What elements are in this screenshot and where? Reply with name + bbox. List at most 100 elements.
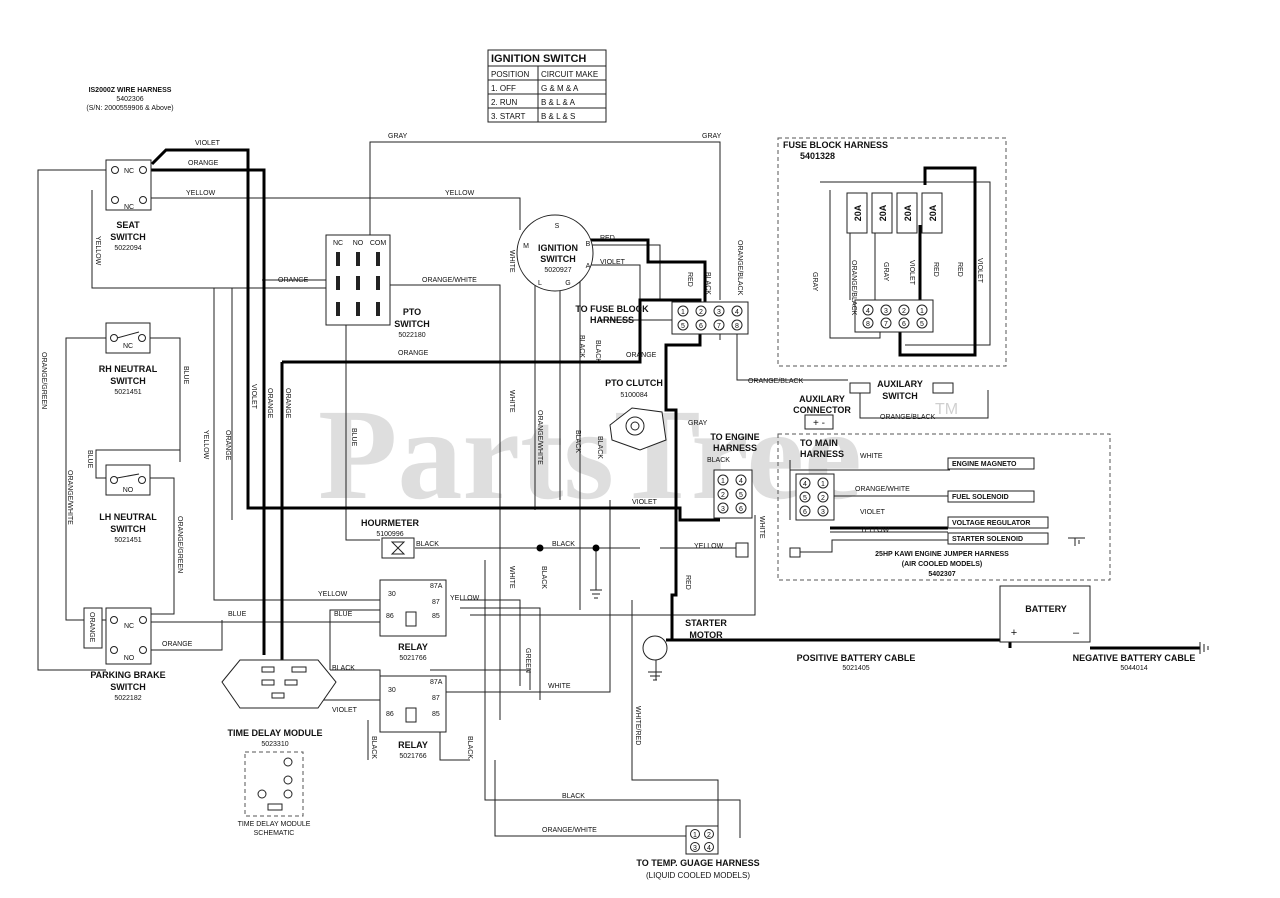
svg-text:WHITE: WHITE — [548, 683, 571, 690]
svg-text:87A: 87A — [430, 583, 443, 590]
svg-text:4: 4 — [707, 845, 711, 852]
svg-text:TO ENGINE: TO ENGINE — [710, 432, 759, 442]
svg-text:5020927: 5020927 — [544, 267, 571, 274]
svg-text:ORANGE: ORANGE — [398, 350, 429, 357]
svg-text:PARKING BRAKE: PARKING BRAKE — [90, 670, 165, 680]
svg-text:5022094: 5022094 — [114, 245, 141, 252]
svg-text:BLACK: BLACK — [596, 436, 603, 459]
svg-text:BLACK: BLACK — [416, 541, 439, 548]
voltage-regulator: VOLTAGE REGULATOR — [952, 520, 1030, 527]
svg-text:BLUE: BLUE — [182, 366, 189, 385]
svg-text:85: 85 — [432, 711, 440, 718]
svg-text:ORANGE: ORANGE — [162, 641, 193, 648]
svg-text:ORANGE: ORANGE — [626, 352, 657, 359]
svg-text:1: 1 — [920, 308, 924, 315]
svg-text:ORANGE: ORANGE — [278, 277, 309, 284]
svg-text:BLACK: BLACK — [594, 340, 601, 363]
ignition-table-cell: 2. RUN — [491, 98, 517, 107]
svg-text:87: 87 — [432, 695, 440, 702]
svg-text:NC: NC — [124, 623, 134, 630]
svg-text:3: 3 — [884, 308, 888, 315]
svg-text:3: 3 — [717, 309, 721, 316]
relay-2: 30 87A 87 86 85 RELAY 5021766 — [379, 675, 447, 760]
ignition-table-header: POSITION — [491, 70, 529, 79]
svg-text:BLACK: BLACK — [332, 665, 355, 672]
svg-text:COM: COM — [370, 240, 387, 247]
svg-text:SWITCH: SWITCH — [882, 391, 918, 401]
svg-text:ORANGE/BLACK: ORANGE/BLACK — [880, 414, 936, 421]
svg-text:ORANGE/WHITE: ORANGE/WHITE — [422, 277, 477, 284]
svg-text:GRAY: GRAY — [388, 133, 408, 140]
svg-text:RELAY: RELAY — [398, 642, 428, 652]
ignition-table-header: CIRCUIT MAKE — [541, 70, 598, 79]
svg-text:WHITE: WHITE — [508, 390, 515, 413]
auxiliary-switch: AUXILARY SWITCH — [849, 379, 954, 401]
svg-text:BLUE: BLUE — [350, 428, 357, 447]
svg-text:BLACK: BLACK — [704, 272, 711, 295]
svg-text:5044014: 5044014 — [1120, 665, 1147, 672]
svg-text:BLACK: BLACK — [466, 736, 473, 759]
svg-text:4: 4 — [866, 308, 870, 315]
svg-text:ORANGE/WHITE: ORANGE/WHITE — [855, 486, 910, 493]
svg-text:5: 5 — [739, 492, 743, 499]
svg-text:3: 3 — [721, 506, 725, 513]
svg-text:ORANGE/BLACK: ORANGE/BLACK — [736, 240, 743, 296]
svg-text:YELLOW: YELLOW — [94, 236, 101, 266]
battery: BATTERY + – — [999, 585, 1091, 643]
svg-text:SWITCH: SWITCH — [110, 682, 146, 692]
to-fuse-block-connector: 1 2 3 4 5 6 7 8 TO FUSE BLOCK HARNESS — [575, 301, 749, 335]
svg-text:86: 86 — [386, 711, 394, 718]
svg-text:5: 5 — [803, 495, 807, 502]
svg-text:1: 1 — [721, 478, 725, 485]
svg-text:5022180: 5022180 — [398, 332, 425, 339]
svg-text:AUXILARY: AUXILARY — [799, 394, 845, 404]
svg-text:LH NEUTRAL: LH NEUTRAL — [99, 512, 157, 522]
svg-text:WHITE: WHITE — [508, 250, 515, 273]
svg-text:BLACK: BLACK — [578, 335, 585, 358]
svg-text:20A: 20A — [903, 204, 913, 221]
svg-text:NO: NO — [353, 240, 364, 247]
svg-text:PTO CLUTCH: PTO CLUTCH — [605, 378, 663, 388]
svg-text:8: 8 — [866, 321, 870, 328]
svg-text:30: 30 — [388, 687, 396, 694]
svg-text:VIOLET: VIOLET — [195, 140, 221, 147]
watermark: PartsTree — [318, 383, 862, 527]
svg-text:A: A — [586, 263, 591, 270]
svg-text:BLUE: BLUE — [86, 450, 93, 469]
svg-text:87: 87 — [432, 599, 440, 606]
svg-text:RED: RED — [956, 262, 963, 277]
svg-text:VIOLET: VIOLET — [860, 509, 886, 516]
svg-text:BLACK: BLACK — [370, 736, 377, 759]
svg-text:7: 7 — [717, 323, 721, 330]
lh-neutral-switch: NO LH NEUTRAL SWITCH 5021451 — [99, 464, 157, 544]
svg-text:L: L — [538, 280, 542, 287]
harness-title: IS2000Z WIRE HARNESS 5402306 (S/N: 20005… — [86, 87, 173, 112]
svg-text:5: 5 — [920, 321, 924, 328]
svg-text:BLACK: BLACK — [562, 793, 585, 800]
svg-text:HOURMETER: HOURMETER — [361, 518, 419, 528]
svg-text:30: 30 — [388, 591, 396, 598]
svg-text:ORANGE: ORANGE — [88, 612, 95, 643]
svg-text:5021405: 5021405 — [842, 665, 869, 672]
ignition-switch-table: IGNITION SWITCH POSITION CIRCUIT MAKE 1.… — [487, 49, 607, 123]
svg-text:GRAY: GRAY — [882, 262, 889, 282]
svg-text:YELLOW: YELLOW — [186, 190, 216, 197]
svg-text:5100996: 5100996 — [376, 531, 403, 538]
svg-text:BLACK: BLACK — [540, 566, 547, 589]
svg-text:VIOLET: VIOLET — [908, 260, 915, 286]
svg-text:TO MAIN: TO MAIN — [800, 438, 838, 448]
svg-text:NC: NC — [333, 240, 343, 247]
svg-text:ORANGE/WHITE: ORANGE/WHITE — [542, 827, 597, 834]
time-delay-module: TIME DELAY MODULE 5023310 TIME DELAY MOD… — [221, 659, 337, 837]
svg-text:SWITCH: SWITCH — [110, 232, 146, 242]
svg-text:SWITCH: SWITCH — [110, 376, 146, 386]
svg-text:NC: NC — [124, 204, 134, 211]
svg-text:IGNITION: IGNITION — [538, 243, 578, 253]
svg-text:B: B — [586, 241, 591, 248]
svg-text:S: S — [555, 223, 560, 230]
svg-text:5402307: 5402307 — [928, 571, 955, 578]
svg-text:1: 1 — [693, 832, 697, 839]
svg-text:6: 6 — [803, 509, 807, 516]
svg-text:NEGATIVE BATTERY CABLE: NEGATIVE BATTERY CABLE — [1073, 653, 1196, 663]
svg-text:PTO: PTO — [403, 307, 421, 317]
